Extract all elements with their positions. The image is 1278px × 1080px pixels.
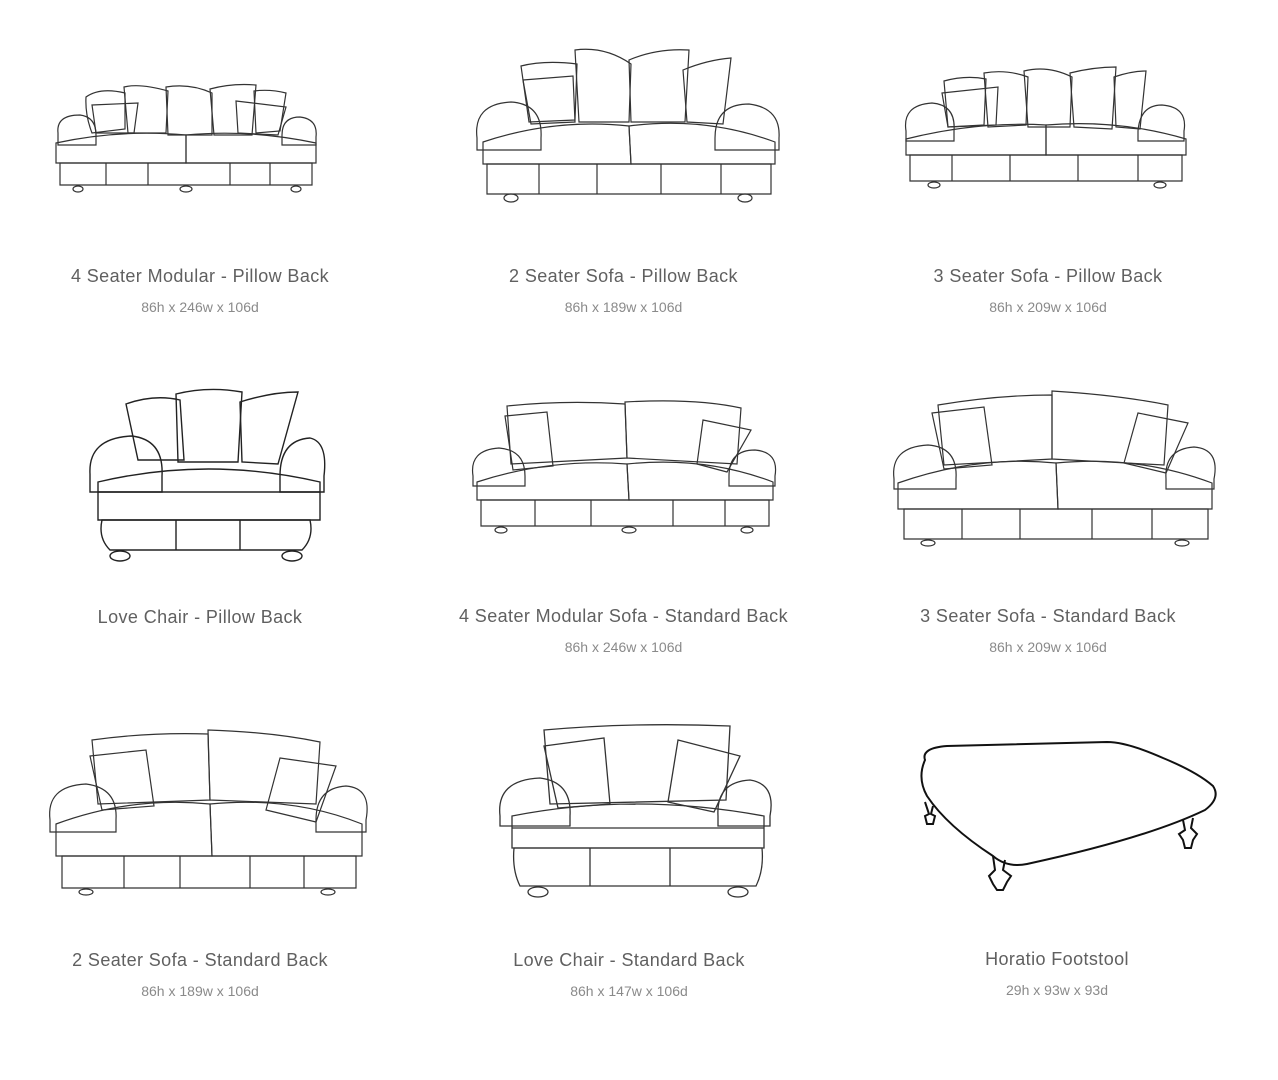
sofa-4-seater-modular-standard-back-icon[interactable]: [425, 380, 835, 570]
product-card[interactable]: 4 Seater Modular - Pillow Back 86h x 246…: [0, 0, 400, 330]
product-card[interactable]: 2 Seater Sofa - Standard Back 86h x 189w…: [10, 700, 410, 1010]
footstool-icon[interactable]: [907, 730, 1227, 910]
product-dimensions: 86h x 189w x 106d: [141, 983, 259, 999]
product-card[interactable]: Love Chair - Standard Back 86h x 147w x …: [434, 700, 834, 1010]
sofa-3-seater-pillow-back-icon[interactable]: [848, 45, 1248, 220]
product-card[interactable]: 3 Seater Sofa - Pillow Back 86h x 209w x…: [848, 0, 1248, 330]
product-title[interactable]: 4 Seater Modular Sofa - Standard Back: [459, 606, 788, 626]
product-dimensions: 86h x 209w x 106d: [989, 639, 1107, 655]
sofa-2-seater-pillow-back-icon[interactable]: [425, 30, 825, 235]
sofa-3-seater-standard-back-icon[interactable]: [848, 365, 1248, 575]
product-card[interactable]: Love Chair - Pillow Back: [0, 340, 400, 650]
product-dimensions: 86h x 209w x 106d: [989, 299, 1107, 315]
love-chair-standard-back-icon[interactable]: [474, 710, 794, 930]
product-card[interactable]: Horatio Footstool 29h x 93w x 93d: [857, 700, 1257, 1010]
product-title[interactable]: 2 Seater Sofa - Standard Back: [72, 950, 328, 970]
product-title[interactable]: 2 Seater Sofa - Pillow Back: [509, 266, 738, 286]
product-card[interactable]: 3 Seater Sofa - Standard Back 86h x 209w…: [848, 340, 1248, 670]
product-title[interactable]: Love Chair - Pillow Back: [97, 607, 303, 627]
product-dimensions: 86h x 246w x 106d: [564, 639, 683, 655]
product-card[interactable]: 2 Seater Sofa - Pillow Back 86h x 189w x…: [425, 0, 825, 330]
product-title[interactable]: 3 Seater Sofa - Pillow Back: [933, 266, 1163, 286]
product-title[interactable]: Horatio Footstool: [985, 949, 1129, 969]
sofa-2-seater-standard-back-icon[interactable]: [10, 710, 410, 925]
product-title[interactable]: 3 Seater Sofa - Standard Back: [920, 606, 1176, 626]
sofa-4-seater-modular-pillow-back-icon[interactable]: [0, 45, 400, 220]
product-title[interactable]: 4 Seater Modular - Pillow Back: [70, 266, 330, 286]
product-dimensions: 86h x 147w x 106d: [570, 983, 688, 999]
product-dimensions: 86h x 246w x 106d: [141, 299, 259, 315]
product-title[interactable]: Love Chair - Standard Back: [513, 950, 745, 970]
product-dimensions: 86h x 189w x 106d: [564, 299, 683, 315]
love-chair-pillow-back-icon[interactable]: [48, 352, 353, 592]
product-dimensions: 29h x 93w x 93d: [1006, 982, 1108, 998]
product-card[interactable]: 4 Seater Modular Sofa - Standard Back 86…: [425, 340, 835, 670]
